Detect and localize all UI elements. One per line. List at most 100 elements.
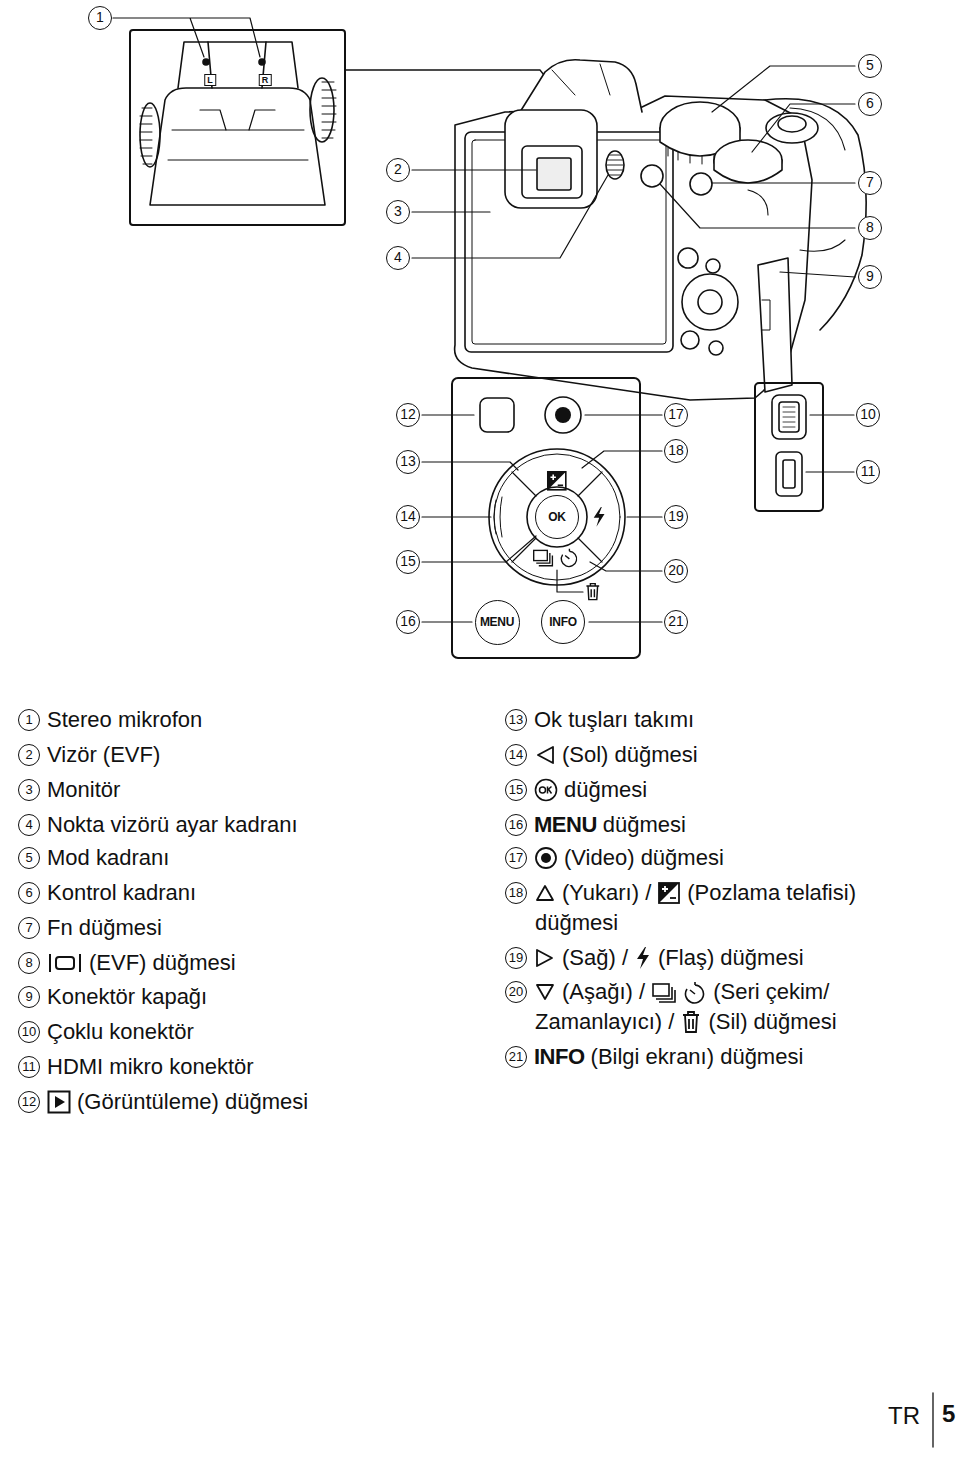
flash-housing	[150, 88, 325, 205]
leader-line	[780, 272, 855, 277]
leader-line	[422, 516, 491, 517]
footer-rule	[932, 1393, 933, 1447]
legend-row: 19(Sağ) /(Flaş) düğmesi	[505, 945, 810, 971]
illustration-circle	[536, 780, 557, 801]
callout-number: 18	[505, 882, 527, 904]
part-name: Monitör	[47, 777, 120, 803]
back-button	[681, 331, 699, 349]
connector-cover	[758, 258, 792, 392]
legend-row: düğmesi	[535, 910, 624, 936]
leader-line	[422, 414, 474, 415]
part-name: düğmesi	[535, 910, 618, 936]
language-code: TR	[888, 1402, 920, 1430]
leader-line	[589, 621, 662, 622]
illustration-circle	[540, 787, 546, 793]
part-name: (Bilgi ekranı) düğmesi	[591, 1044, 804, 1070]
illustration-svg	[534, 947, 556, 969]
illustration-g	[50, 954, 80, 972]
page-number: 5	[942, 1400, 955, 1428]
illustration-path	[656, 987, 675, 1002]
illustration-path	[537, 985, 553, 999]
illustration-path	[548, 472, 566, 490]
illustration-svg	[651, 980, 707, 1004]
callout-number: 7	[18, 917, 40, 939]
video-button	[545, 397, 581, 433]
callout-number: 6	[858, 92, 882, 116]
dial-ridge	[607, 155, 623, 175]
leader-line	[113, 18, 260, 57]
illustration-path	[558, 484, 563, 486]
illustration-path	[591, 589, 594, 597]
illustration-path	[537, 950, 552, 966]
callout-number: 14	[396, 505, 420, 529]
illustration-g	[113, 18, 933, 1447]
illustration-rect	[56, 957, 74, 969]
illustration-rect	[548, 472, 566, 490]
illustration-path	[536, 553, 552, 566]
callout-number: 12	[396, 403, 420, 427]
multi-connector-inner	[779, 402, 799, 432]
callout-number: 7	[858, 171, 882, 195]
shutter-button-top	[778, 116, 806, 132]
legend-row: 1Stereo mikrofon	[18, 707, 208, 733]
legend-row: 6Kontrol kadranı	[18, 880, 202, 906]
callout-number: 10	[856, 403, 880, 427]
illustration-path	[594, 507, 605, 527]
illustration-svg	[534, 882, 556, 904]
illustration-rect	[659, 883, 679, 903]
button-icon	[657, 881, 681, 905]
arrow-pad-rim	[494, 454, 620, 580]
illustration-rect	[534, 550, 548, 560]
callout-number: 1	[88, 6, 112, 30]
part-name: Konektör kapağı	[47, 984, 207, 1010]
legend-row: 14(Sol) düğmesi	[505, 742, 704, 768]
illustration-circle	[541, 853, 551, 863]
leader-line	[412, 169, 536, 170]
callout-number: 10	[18, 1021, 40, 1043]
back-button	[709, 341, 723, 355]
illustration-path	[538, 747, 553, 763]
channel-mark: R	[259, 74, 272, 86]
part-name: Nokta vizörü ayar kadranı	[47, 812, 298, 838]
illustration-path	[551, 475, 556, 480]
part-name: Mod kadranı	[47, 845, 169, 871]
callout-number: 16	[396, 610, 420, 634]
callout-number: 16	[505, 814, 527, 836]
callout-number: 14	[505, 744, 527, 766]
callout-number: 20	[505, 981, 527, 1003]
button-icon	[534, 947, 556, 969]
illustration-path	[683, 1012, 699, 1015]
leader-line	[712, 182, 855, 183]
illustration-path	[548, 787, 552, 794]
illustration-path	[586, 584, 599, 586]
dial	[140, 103, 160, 167]
illustration-path	[690, 982, 695, 994]
leader-line	[412, 175, 608, 258]
callout-number: 17	[505, 847, 527, 869]
button-icon	[594, 507, 605, 527]
button-label: INFO	[549, 615, 576, 629]
leader-line	[712, 66, 855, 112]
mic-hole	[203, 59, 209, 65]
illustration-svg	[534, 744, 556, 766]
legend-row: 17(Video) düğmesi	[505, 845, 730, 871]
callout-number: 12	[18, 1091, 40, 1113]
callout-number: 5	[858, 54, 882, 78]
part-name: düğmesi	[564, 777, 647, 803]
button: MENU	[475, 600, 520, 645]
callout-number: 3	[386, 200, 410, 224]
callout-number: 8	[858, 216, 882, 240]
legend-row: 20(Aşağı) /(Seri çekim/	[505, 979, 835, 1005]
arrow-pad	[489, 449, 625, 585]
button-icon	[47, 952, 83, 974]
housing-line	[200, 110, 275, 130]
legend-row: 11HDMI mikro konektör	[18, 1054, 260, 1080]
callout-number: 5	[18, 847, 40, 869]
callout-number: 9	[18, 986, 40, 1008]
button-icon	[680, 1010, 702, 1034]
legend-row: 7Fn düğmesi	[18, 915, 168, 941]
illustration-svg	[534, 981, 556, 1003]
cover-detail	[762, 300, 770, 330]
fn-button	[690, 173, 712, 195]
